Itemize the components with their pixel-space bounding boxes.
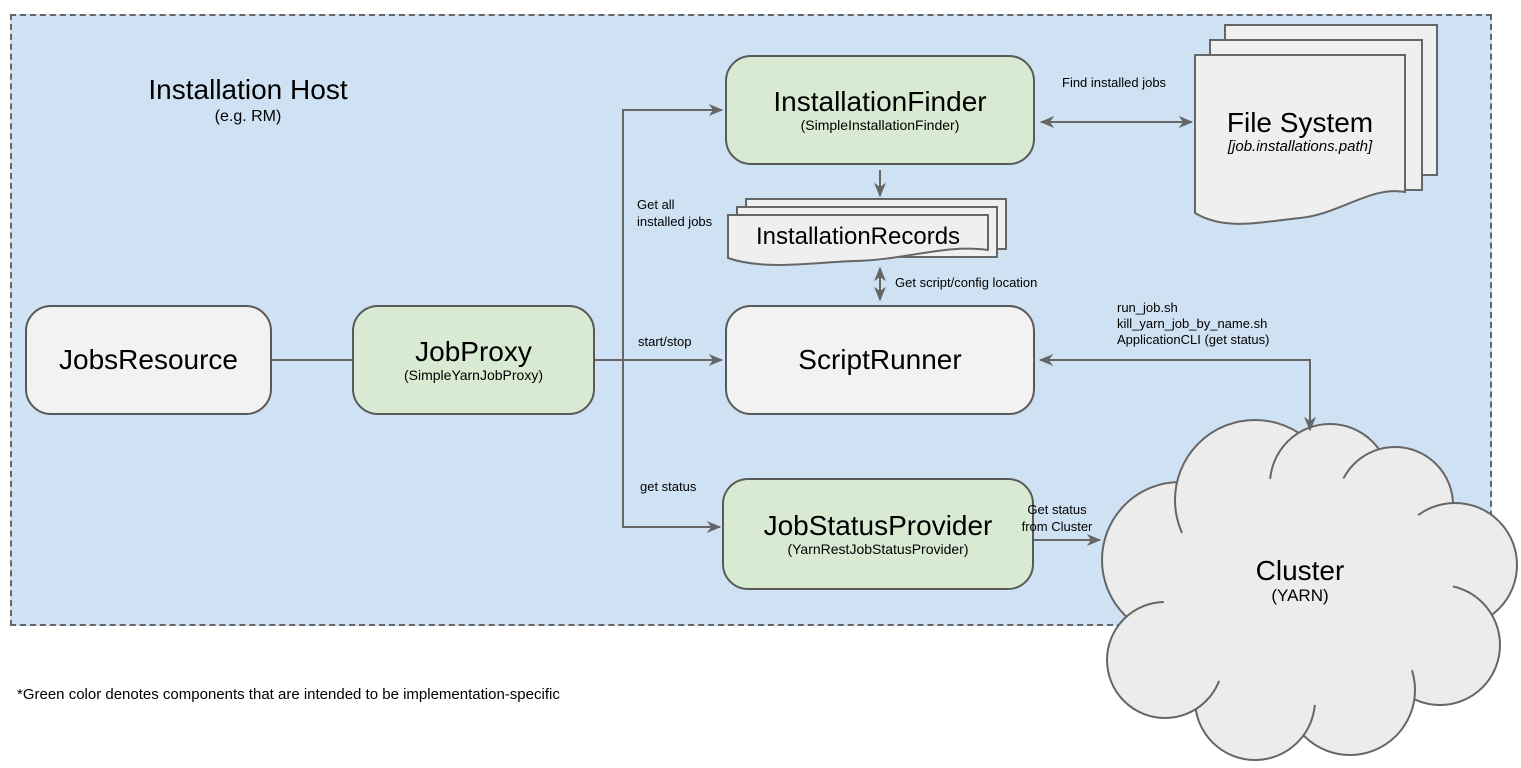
script-runner-box: ScriptRunner: [725, 305, 1035, 415]
job-status-provider-title: JobStatusProvider: [763, 510, 993, 541]
edge-label-get-status-from-cluster: Get status from Cluster: [1012, 501, 1102, 535]
edge-label-get-all-line2: installed jobs: [637, 214, 713, 229]
jobs-resource-title: JobsResource: [59, 344, 238, 375]
edge-branch-installationfinder: [622, 104, 724, 360]
file-system-document-stack: [1194, 24, 1438, 225]
job-proxy-subtitle: (SimpleYarnJobProxy): [403, 367, 543, 383]
edge-label-script-run-job: run_job.sh: [1117, 300, 1178, 315]
file-system-subtitle: [job.installations.path]: [1227, 138, 1373, 155]
edge-label-start-stop: start/stop: [638, 334, 692, 349]
edge-label-script-kill-yarn-job: kill_yarn_job_by_name.sh: [1117, 316, 1268, 331]
cluster-subtitle: (YARN): [1271, 586, 1329, 605]
cluster-label: Cluster (YARN): [1190, 556, 1410, 606]
script-runner-title: ScriptRunner: [798, 344, 962, 375]
installation-finder-box: InstallationFinder (SimpleInstallationFi…: [725, 55, 1035, 165]
file-system-label: File System [job.installations.path]: [1195, 107, 1405, 156]
edge-label-script-applicationcli: ApplicationCLI (get status): [1117, 332, 1270, 347]
edge-branch-jobstatusprovider: [622, 360, 722, 533]
installation-records-document-stack: [727, 198, 1007, 266]
edge-scriptrunner-cluster: [1038, 354, 1316, 432]
edge-label-find-installed-jobs: Find installed jobs: [1062, 75, 1167, 90]
jobs-resource-box: JobsResource: [25, 305, 272, 415]
cluster-cloud: [1101, 419, 1518, 761]
installation-host-title: Installation Host: [148, 74, 348, 105]
edge-label-get-status-line2: from Cluster: [1021, 519, 1093, 534]
edge-label-scripts: run_job.sh kill_yarn_job_by_name.sh Appl…: [1117, 300, 1269, 348]
edge-label-get-status-line1: Get status: [1027, 502, 1087, 517]
edge-label-get-all-line1: Get all: [637, 197, 675, 212]
cluster-title: Cluster: [1255, 555, 1345, 586]
job-status-provider-box: JobStatusProvider (YarnRestJobStatusProv…: [722, 478, 1034, 590]
edge-label-get-script-config-location: Get script/config location: [895, 275, 1038, 290]
installation-finder-title: InstallationFinder: [773, 86, 987, 117]
file-system-title: File System: [1226, 107, 1374, 138]
installation-finder-subtitle: (SimpleInstallationFinder): [800, 117, 960, 133]
job-proxy-title: JobProxy: [415, 336, 532, 367]
installation-host-title-block: Installation Host (e.g. RM): [98, 74, 398, 126]
installation-host-subtitle: (e.g. RM): [214, 108, 282, 125]
job-proxy-box: JobProxy (SimpleYarnJobProxy): [352, 305, 595, 415]
edge-label-get-all-installed-jobs: Get all installed jobs: [637, 196, 712, 230]
job-status-provider-subtitle: (YarnRestJobStatusProvider): [787, 541, 969, 557]
installation-records-title: InstallationRecords: [755, 223, 961, 250]
footnote: *Green color denotes components that are…: [17, 686, 560, 703]
edge-label-get-status: get status: [640, 479, 697, 494]
